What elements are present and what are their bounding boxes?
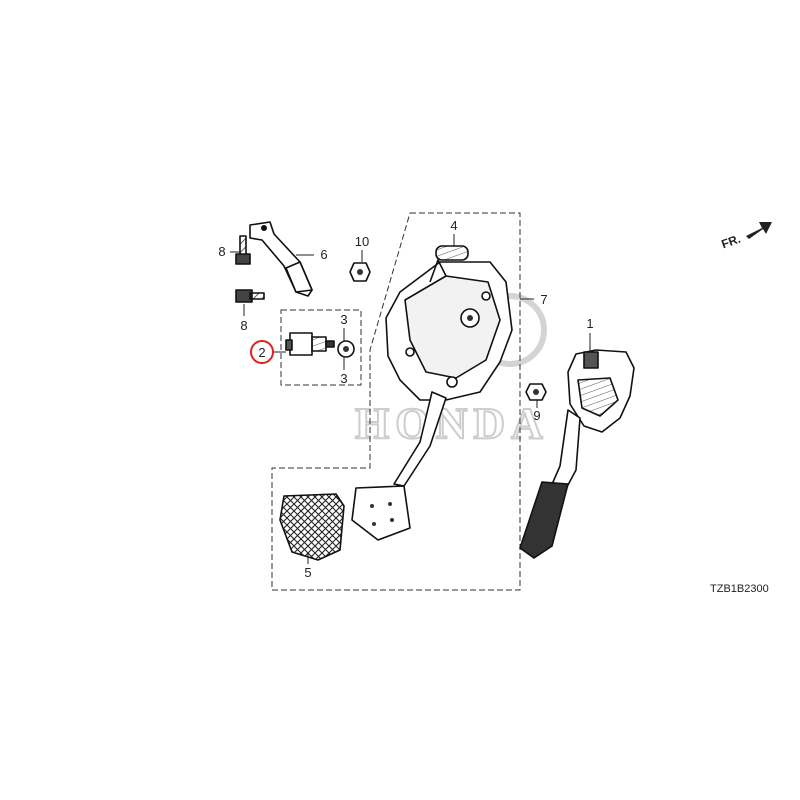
callout-5[interactable]: 5	[304, 565, 311, 580]
part-3-clip	[337, 340, 355, 358]
callout-2[interactable]: 2	[258, 345, 265, 360]
part-6-bracket	[249, 221, 313, 297]
switch-group-outline	[280, 309, 362, 386]
pedal-assembly-outline	[271, 212, 521, 591]
callout-9[interactable]: 9	[533, 408, 540, 423]
front-direction-arrow: FR.	[719, 222, 772, 251]
part-7-pedal-assembly	[351, 259, 513, 541]
arrow-icon	[746, 222, 772, 239]
part-9-nut	[525, 383, 547, 401]
callout-10[interactable]: 10	[355, 234, 369, 249]
callout-7[interactable]: 7	[540, 292, 547, 307]
callout-8-upper[interactable]: 8	[218, 244, 225, 259]
callout-1[interactable]: 1	[586, 316, 593, 331]
callout-3-lower[interactable]: 3	[340, 371, 347, 386]
part-8-bolt-lower	[235, 289, 265, 303]
highlight-ring	[250, 340, 274, 364]
callouts: 1 2 3 3 4 5 6 7 8 8 9 10	[218, 218, 593, 580]
callout-3-upper[interactable]: 3	[340, 312, 347, 327]
leader-lines	[230, 234, 591, 564]
callout-8-lower[interactable]: 8	[240, 318, 247, 333]
part-8-bolt-upper	[235, 235, 251, 265]
callout-4[interactable]: 4	[450, 218, 457, 233]
diagram-code: TZB1B2300	[710, 583, 769, 595]
callout-6[interactable]: 6	[320, 247, 327, 262]
part-2-stop-switch	[285, 332, 335, 356]
part-10-nut	[349, 262, 371, 282]
honda-watermark: HONDA	[354, 293, 549, 449]
part-1-accelerator-pedal	[519, 349, 635, 559]
svg-text:HONDA: HONDA	[355, 399, 549, 448]
part-5-pedal-pad	[279, 493, 345, 561]
part-4-spring	[435, 245, 469, 261]
svg-text:FR.: FR.	[719, 232, 742, 252]
